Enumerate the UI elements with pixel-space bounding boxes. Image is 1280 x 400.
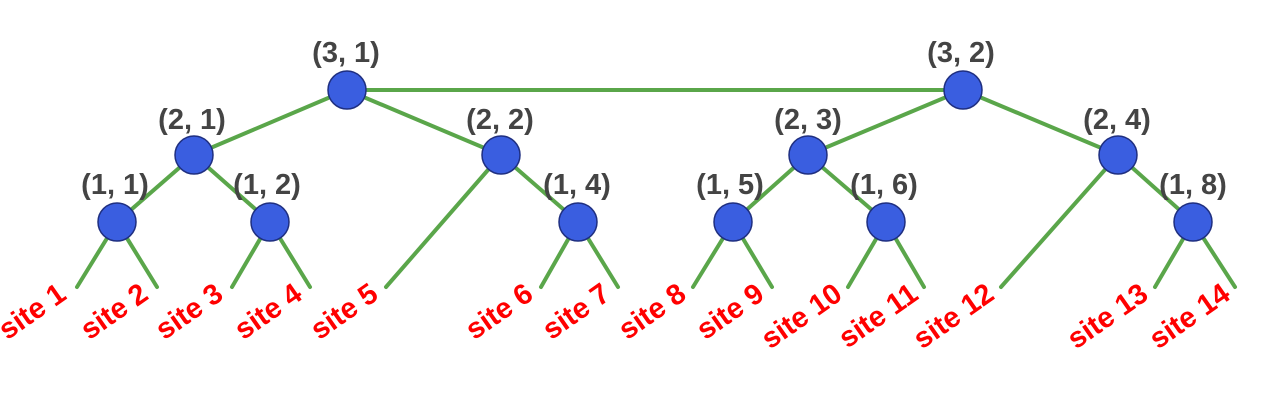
node-n24 [1098,135,1138,175]
site-label-s14: site 14 [1144,278,1236,356]
node-n12 [250,202,290,242]
node-n32 [943,70,983,110]
site-label-s5: site 5 [305,278,384,347]
node-label-n14: (1, 4) [543,169,611,201]
site-label-s13: site 13 [1062,278,1154,356]
node-n16 [866,202,906,242]
node-label-n24: (2, 4) [1083,104,1151,136]
edge-n32-n23 [806,88,965,157]
site-label-s6: site 6 [460,278,539,347]
site-label-s1: site 1 [0,278,72,347]
site-label-s9: site 9 [691,278,770,347]
site-label-s2: site 2 [75,278,154,347]
node-label-n15: (1, 5) [696,169,764,201]
edge-n22-s5 [384,153,503,289]
node-n11 [97,202,137,242]
site-label-s12: site 12 [908,278,1000,356]
node-label-n12: (1, 2) [233,169,301,201]
node-label-n16: (1, 6) [850,169,918,201]
node-label-n23: (2, 3) [774,104,842,136]
site-label-s11: site 11 [833,278,924,355]
node-n18 [1173,202,1213,242]
node-n15 [713,202,753,242]
node-label-n31: (3, 1) [312,37,380,69]
site-label-s7: site 7 [537,278,616,347]
nodes-layer: (3, 1) (3, 2) (2, 1) (2, 2) (2, 3) (2, 4) (1, … [81,37,1227,242]
node-n21 [174,135,214,175]
site-label-s10: site 10 [756,278,848,356]
edge-n31-n21 [192,88,349,157]
edge-n31-n22 [345,88,503,157]
node-label-n11: (1, 1) [81,169,149,201]
edge-n32-n24 [961,88,1120,157]
node-n31 [327,70,367,110]
node-n23 [788,135,828,175]
site-label-s4: site 4 [229,278,308,347]
node-label-n18: (1, 8) [1159,169,1227,201]
site-label-s8: site 8 [613,278,692,347]
edge-n24-s12 [999,153,1120,289]
node-n22 [481,135,521,175]
node-label-n32: (3, 2) [927,37,995,69]
node-n14 [558,202,598,242]
site-label-s3: site 3 [150,278,229,347]
node-label-n22: (2, 2) [466,104,534,136]
node-label-n21: (2, 1) [158,104,226,136]
